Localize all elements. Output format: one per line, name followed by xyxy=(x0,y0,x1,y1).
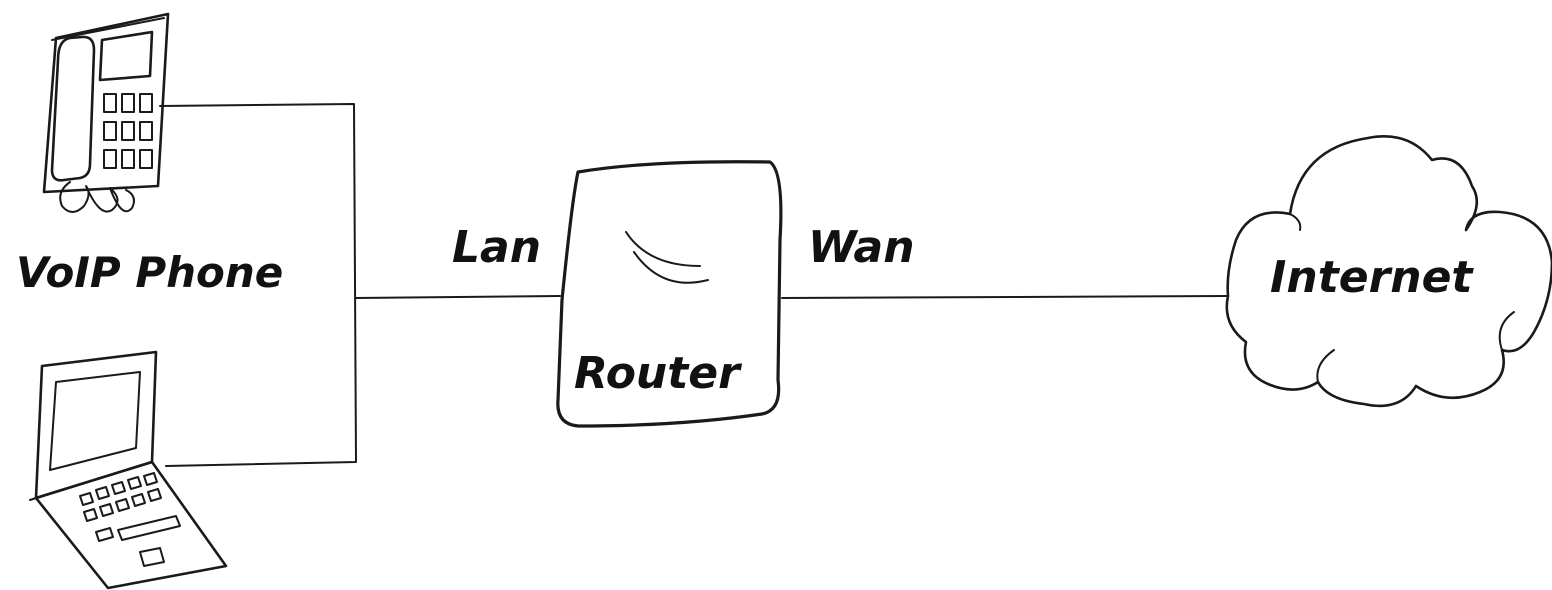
router-label: Router xyxy=(574,348,742,399)
connection-lines xyxy=(159,103,1229,467)
router-icon xyxy=(556,160,783,428)
desk-phone-icon xyxy=(42,12,170,213)
internet-label: Internet xyxy=(1270,252,1474,303)
laptop-icon xyxy=(29,350,228,590)
lan-label: Lan xyxy=(452,222,541,273)
phone-link xyxy=(159,103,357,467)
voip-phone-label: VoIP Phone xyxy=(16,248,283,297)
cloud-icon xyxy=(1225,135,1552,408)
lan-link xyxy=(355,295,561,299)
wan-link xyxy=(781,295,1229,299)
wan-label: Wan xyxy=(808,222,915,273)
